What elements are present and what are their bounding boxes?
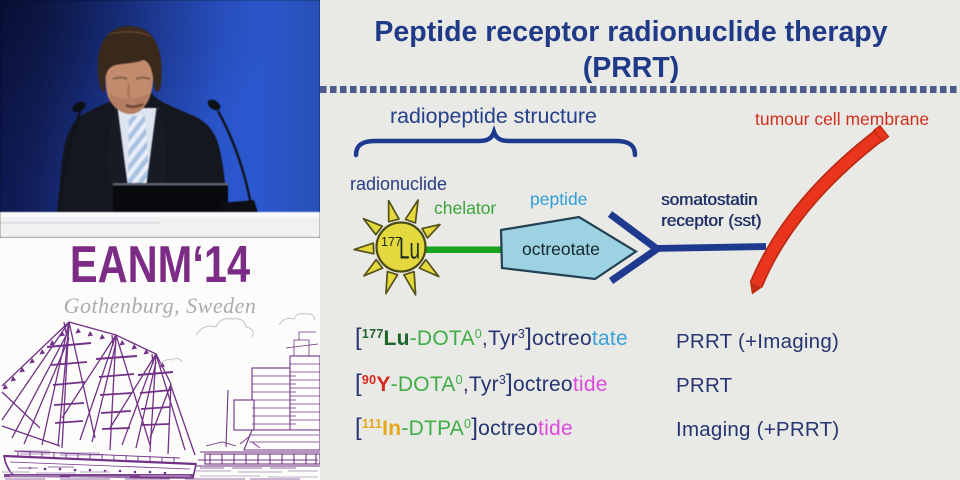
svg-text:Lu: Lu — [399, 233, 420, 266]
svg-text:177: 177 — [381, 235, 402, 249]
